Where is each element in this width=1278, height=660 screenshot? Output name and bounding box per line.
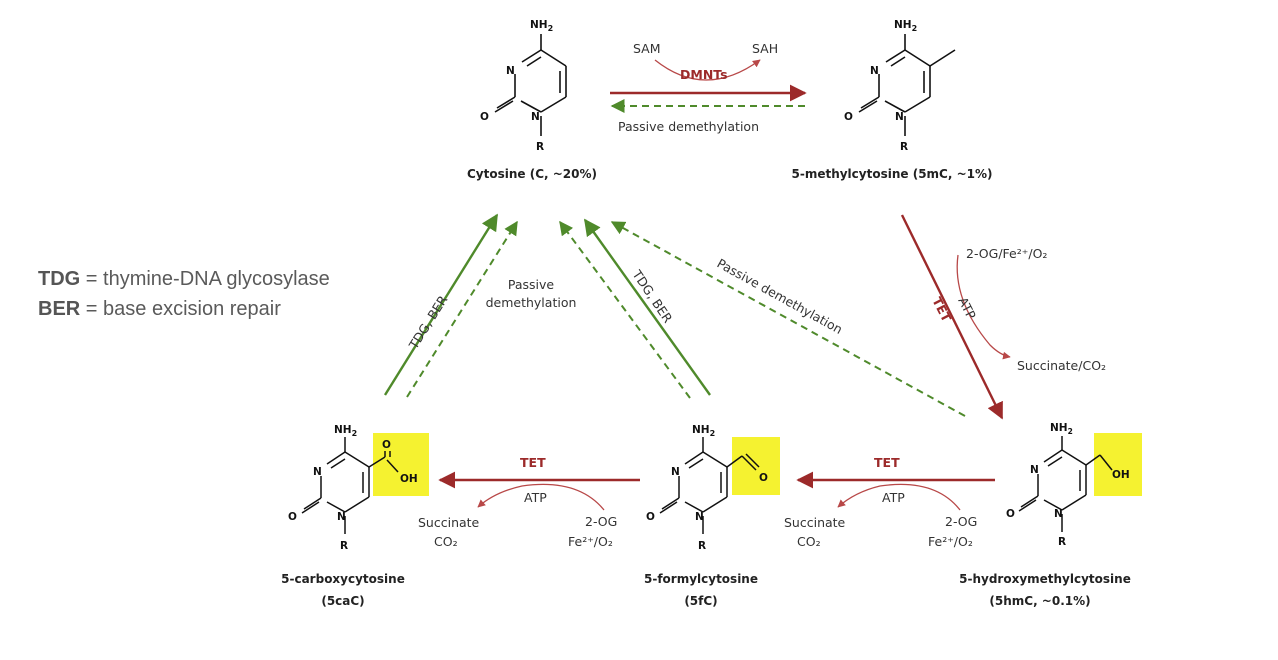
tet-5hmc-label: TET — [929, 295, 954, 325]
cytosine-structure — [494, 34, 567, 136]
fc-n1: N — [695, 511, 704, 523]
cytosine-nh2: NH2 — [530, 19, 553, 33]
tet-5fc-curve — [837, 483, 961, 511]
cytosine-n3: N — [506, 65, 515, 77]
sah-label: SAH — [752, 41, 778, 56]
hmc-highlight — [1094, 433, 1142, 496]
tet-5fc-label: TET — [874, 455, 900, 470]
tdg-ber-mid-label: TDG, BER — [629, 266, 676, 325]
hmc-nh2: NH2 — [1050, 422, 1073, 436]
passive-mid-arrow — [559, 220, 691, 399]
legend-tdg: TDG = thymine-DNA glycosylase — [38, 268, 330, 291]
legend-ber-def: = base excision repair — [80, 298, 281, 320]
tet-5cac-label: TET — [520, 455, 546, 470]
sam-label: SAM — [633, 41, 661, 56]
hmc-structure — [1018, 436, 1113, 532]
methylcytosine-nh2: NH2 — [894, 19, 917, 33]
fc-o-aldehyde: O — [759, 472, 768, 484]
fc-nh2: NH2 — [692, 424, 715, 438]
passive-diag-label: Passive demethylation — [715, 256, 846, 337]
tet-5cac-byproduct-2: CO₂ — [434, 534, 458, 549]
cac-o-carbonyl: O — [382, 439, 391, 451]
hmc-oh: OH — [1112, 469, 1130, 481]
legend-tdg-abbr: TDG — [38, 268, 81, 290]
tet-byproduct-label: Succinate/CO₂ — [1017, 358, 1106, 373]
tet-5cac-curve — [477, 483, 605, 511]
fc-caption-1: 5-formylcytosine — [644, 572, 758, 586]
cac-highlight — [373, 433, 429, 496]
dmnts-label: DMNTs — [680, 67, 728, 82]
hmc-o: O — [1006, 508, 1015, 520]
methylcytosine-r: R — [900, 141, 908, 153]
hmc-n1: N — [1054, 508, 1063, 520]
cac-caption-2: (5caC) — [321, 594, 364, 608]
methylcytosine-caption: 5-methylcytosine (5mC, ~1%) — [791, 167, 992, 181]
tdg-ber-left-arrow — [383, 213, 499, 396]
cytosine-o: O — [480, 111, 489, 123]
tdg-ber-left-label: TDG, BER — [405, 292, 450, 352]
cac-o: O — [288, 511, 297, 523]
tet-5fc-cofactor-1: 2-OG — [945, 514, 977, 529]
legend-tdg-def: = thymine-DNA glycosylase — [80, 268, 330, 290]
legend-ber-abbr: BER — [38, 298, 81, 320]
fc-n3: N — [671, 466, 680, 478]
tet-cofactor-label: 2-OG/Fe²⁺/O₂ — [966, 246, 1047, 261]
sam-to-sah-curve — [654, 59, 761, 81]
tet-5fc-byproduct-1: Succinate — [784, 515, 846, 530]
cac-caption-1: 5-carboxycytosine — [281, 572, 405, 586]
passive-demethylation-top-label: Passive demethylation — [618, 119, 759, 134]
passive-left-arrow — [406, 220, 518, 398]
hmc-n3: N — [1030, 464, 1039, 476]
cytosine-caption: Cytosine (C, ~20%) — [467, 167, 597, 181]
legend-ber: BER = base excision repair — [38, 298, 281, 321]
methylcytosine-structure — [858, 34, 956, 136]
tet-5fc-atp: ATP — [882, 490, 905, 505]
methylcytosine-o: O — [844, 111, 853, 123]
tet-5cac-byproduct-1: Succinate — [418, 515, 480, 530]
tdg-ber-mid-arrow — [584, 218, 711, 396]
cac-structure — [301, 437, 399, 534]
fc-highlight — [732, 437, 780, 495]
cac-nh2: NH2 — [334, 424, 357, 438]
fc-caption-2: (5fC) — [684, 594, 717, 608]
tet-5cac-cofactor-2: Fe²⁺/O₂ — [568, 534, 613, 549]
tet-5fc-cofactor-2: Fe²⁺/O₂ — [928, 534, 973, 549]
passive-mid-label-1: Passive — [508, 277, 555, 292]
tet-5cac-atp: ATP — [524, 490, 547, 505]
fc-o: O — [646, 511, 655, 523]
tet-5hmc-atp-label: ATP — [955, 295, 979, 322]
cytosine-n1: N — [531, 111, 540, 123]
cac-n1: N — [337, 511, 346, 523]
cac-n3: N — [313, 466, 322, 478]
cac-oh: OH — [400, 473, 418, 485]
cytosine-r: R — [536, 141, 544, 153]
passive-mid-label-2: demethylation — [486, 295, 577, 310]
hmc-caption-2: (5hmC, ~0.1%) — [989, 594, 1090, 608]
methylcytosine-n3: N — [870, 65, 879, 77]
hmc-caption-1: 5-hydroxymethylcytosine — [959, 572, 1131, 586]
hmc-r: R — [1058, 536, 1066, 548]
methylcytosine-n1: N — [895, 111, 904, 123]
fc-r: R — [698, 540, 706, 552]
tet-5fc-byproduct-2: CO₂ — [797, 534, 821, 549]
cac-r: R — [340, 540, 348, 552]
fc-structure — [659, 437, 760, 534]
tet-5mc-to-5hmc-arrow — [900, 214, 1004, 420]
tet-cofactor-curve — [956, 254, 1011, 360]
tet-5cac-cofactor-1: 2-OG — [585, 514, 617, 529]
